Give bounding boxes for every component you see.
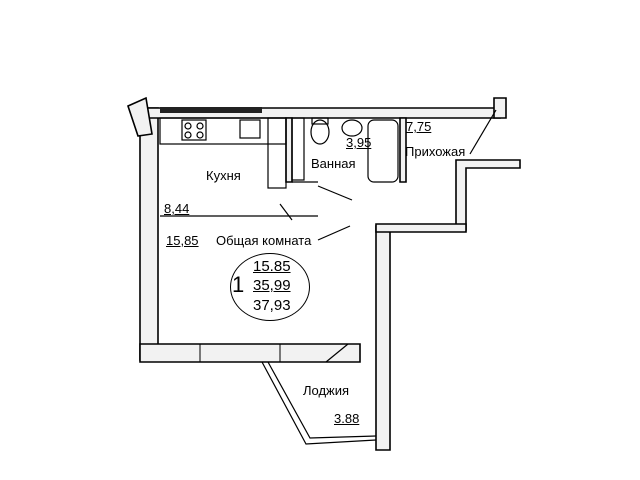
door-swing-kitchen (279, 203, 293, 221)
pipes-column (291, 117, 305, 181)
kitchen-cabinet (267, 117, 287, 189)
wall-hall-bottom (375, 223, 467, 233)
wall-bath-right (399, 117, 407, 183)
rooms-count: 1 (232, 272, 245, 297)
door-swing-bath (317, 185, 353, 201)
room-area-hallway: 7,75 (406, 119, 432, 134)
room-area-loggia: 3.88 (334, 411, 360, 426)
area-summary-bubble: 1 15.85 35,99 37,93 (230, 253, 310, 321)
loggia-door (325, 343, 349, 363)
loggia-outline (261, 361, 377, 445)
room-label-living: Общая комната (216, 233, 312, 248)
wall-upper-right-stub (493, 97, 507, 119)
toilet (310, 119, 330, 145)
wall-top-left-corner (127, 96, 153, 137)
room-label-hallway: Прихожая (405, 144, 466, 159)
loggia-rail (267, 361, 377, 439)
wall-bath-left (285, 117, 293, 183)
bathtub (367, 119, 399, 183)
room-area-kitchen: 8,44 (164, 201, 190, 216)
door-swing-hall (469, 109, 497, 155)
door-swing-living (317, 225, 351, 241)
room-label-loggia: Лоджия (303, 383, 350, 398)
room-area-bathroom: 3,95 (346, 135, 372, 150)
room-area-living: 15,85 (166, 233, 199, 248)
total-with-loggia-value: 37,93 (253, 297, 291, 314)
kitchen-counter (159, 117, 287, 145)
room-label-kitchen: Кухня (206, 168, 241, 183)
room-label-bathroom: Ванная (311, 156, 356, 171)
kitchen-window (160, 107, 262, 113)
total-area-value: 35,99 (253, 277, 291, 294)
living-area-value: 15.85 (253, 258, 291, 275)
wall-hall-right (455, 159, 521, 231)
stove (181, 119, 207, 141)
balcony-door-frame (199, 343, 281, 363)
kitchen-sink (239, 119, 261, 139)
summary-ring (230, 253, 310, 321)
wall-left (139, 107, 159, 361)
wall-bottom (139, 343, 361, 363)
washbasin (341, 119, 363, 137)
wall-right-living (375, 225, 391, 451)
